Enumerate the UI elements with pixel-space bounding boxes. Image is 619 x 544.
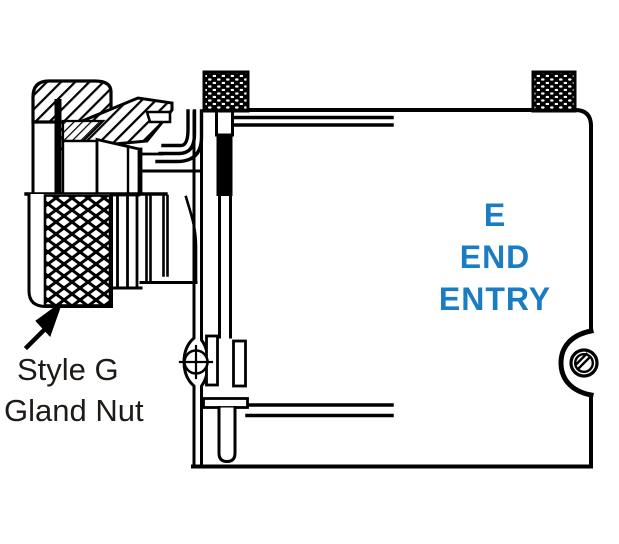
enclosure-body xyxy=(191,108,594,469)
entry-word-entry: ENTRY xyxy=(438,281,552,317)
callout-arrow xyxy=(23,300,64,351)
thumbscrew-right-icon xyxy=(531,70,577,113)
end-entry-label: E END ENTRY xyxy=(425,194,565,320)
gland-nut-callout: Style G Gland Nut xyxy=(4,349,144,431)
callout-line-1: Style G xyxy=(17,352,119,387)
entry-word-end: END xyxy=(459,239,531,275)
entry-letter: E xyxy=(483,197,507,233)
callout-line-2: Gland Nut xyxy=(4,393,144,428)
thumbscrew-left-icon xyxy=(202,70,250,113)
elbow-curves xyxy=(155,109,204,164)
flange-plate xyxy=(139,110,210,468)
panel-screw-icon xyxy=(558,328,599,398)
gland-nut-section xyxy=(24,79,174,197)
captive-screw xyxy=(202,109,249,464)
flange-screw-icon xyxy=(178,344,214,380)
gland-nut-knurl xyxy=(27,192,198,308)
